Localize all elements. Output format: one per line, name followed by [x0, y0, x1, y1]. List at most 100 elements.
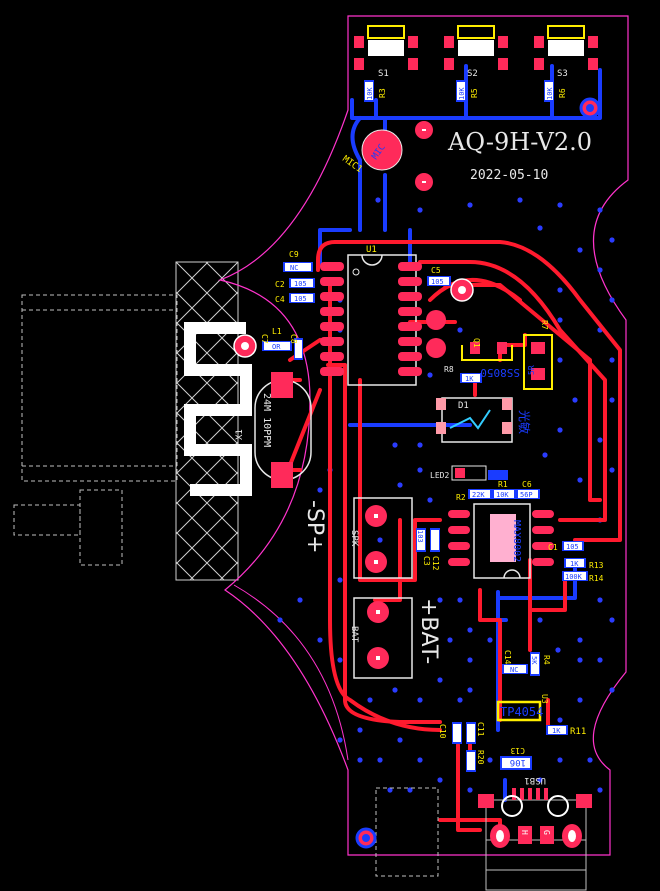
crystal-x1-ref: X1	[235, 429, 245, 440]
crystal-x1: 24M 10PPM X1	[235, 372, 312, 488]
transistor-q1-ref: Q1	[472, 338, 481, 348]
via	[537, 617, 543, 623]
switch-s2: S2	[444, 25, 508, 79]
ic-u1-pin	[398, 277, 422, 286]
resistor-r14-value: 100K	[565, 573, 583, 581]
battery-polarity-label: +BAT-	[416, 598, 441, 664]
via	[597, 597, 603, 603]
charger-ic-ref: U3	[540, 694, 549, 704]
via	[467, 627, 473, 633]
cap-c9-value: NC	[290, 264, 298, 272]
resistor-r1-ref: R1	[498, 480, 508, 489]
cap-c6-value: 56P	[520, 491, 533, 499]
via	[577, 637, 583, 643]
test-pad-c5-drill	[458, 286, 466, 294]
charger-ic-u3: TP4054 U3	[496, 694, 549, 722]
resistor-r1-value: 10K	[496, 491, 509, 499]
via	[572, 397, 578, 403]
via	[377, 537, 383, 543]
resistor-r6-ref: R6	[558, 88, 567, 98]
mounting-hole-bottom-left-drill	[362, 834, 370, 842]
via	[447, 637, 453, 643]
resistor-r7-ref: R7	[540, 320, 549, 330]
via	[437, 677, 443, 683]
ic-u1-pin	[398, 307, 422, 316]
via	[392, 687, 398, 693]
resistor-r20-ref: R20	[476, 750, 485, 765]
via	[557, 757, 563, 763]
ic-u1-pin	[398, 367, 422, 376]
via	[375, 197, 381, 203]
speaker-ref: SPK	[349, 530, 359, 547]
cap-c3: 103 C3	[416, 528, 431, 566]
cap-c7-ref: C7	[260, 334, 269, 344]
via	[407, 787, 413, 793]
via	[387, 787, 393, 793]
via	[397, 482, 403, 488]
amplifier-pin	[532, 542, 554, 550]
via	[317, 637, 323, 643]
pad-marks	[422, 129, 426, 183]
via	[557, 357, 563, 363]
resistor-r4: 5K R4	[530, 652, 551, 676]
cap-c9: NC C9	[283, 250, 313, 272]
switch-s1-ref: S1	[378, 69, 389, 79]
via	[597, 787, 603, 793]
resistor-r3-value: 10K	[366, 87, 374, 100]
resistor-r3-ref: R3	[378, 88, 387, 98]
usb-ref: USB1	[524, 775, 546, 785]
ic-u1-pin	[398, 352, 422, 361]
via	[337, 577, 343, 583]
via	[609, 357, 615, 363]
ic-u1-pin	[320, 307, 344, 316]
resistor-r2-ref: R2	[456, 493, 466, 502]
resistor-r14: 100K R14	[562, 571, 604, 583]
via	[597, 267, 603, 273]
ic-u1-pin	[398, 292, 422, 301]
via	[297, 597, 303, 603]
switch-s1: S1	[354, 25, 418, 79]
via	[317, 487, 323, 493]
cap-c4-value: 105	[294, 295, 307, 303]
usb-pin-g: G	[542, 830, 551, 835]
ic-u1-pin	[320, 322, 344, 331]
via	[367, 697, 373, 703]
transistor-q1-part: SS8050	[480, 366, 520, 379]
test-pad-l1-drill	[241, 342, 249, 350]
cap-c4: 105 C4	[275, 293, 315, 304]
via	[357, 727, 363, 733]
board-date: 2022-05-10	[470, 168, 548, 183]
via	[337, 737, 343, 743]
left-mechanical-outline	[13, 294, 178, 566]
cap-c14: NC C14	[502, 650, 528, 674]
cap-c8-ref: C8	[289, 334, 298, 344]
switch-s3-ref: S3	[557, 69, 568, 79]
cap-c2-value: 105	[294, 280, 307, 288]
led-d1: D1 光敏 LED2	[430, 397, 532, 481]
amplifier-pin	[448, 526, 470, 534]
via	[609, 687, 615, 693]
via	[467, 202, 473, 208]
inductor-l1-value: OR	[272, 343, 281, 351]
resistor-r4-ref: R4	[542, 655, 551, 665]
resistor-r6-value: 10K	[546, 87, 554, 100]
via	[397, 737, 403, 743]
amplifier-pin	[532, 526, 554, 534]
cap-c10-ref: C10	[438, 724, 447, 739]
via	[417, 467, 423, 473]
ic-u1-pin	[320, 292, 344, 301]
ic-u1-pin	[398, 337, 422, 346]
mounting-hole-top-right-drill	[586, 104, 594, 112]
amplifier-pin	[448, 510, 470, 518]
via	[457, 697, 463, 703]
resistor-r5-value: 10K	[458, 87, 466, 100]
cap-c5-value: 105	[431, 278, 444, 286]
via	[427, 372, 433, 378]
cap-c1: 105 C1	[548, 541, 584, 552]
ic-u1-pin	[398, 262, 422, 271]
resistor-r7: 5R R7	[523, 320, 553, 390]
via	[557, 287, 563, 293]
resistor-r5-ref: R5	[470, 88, 479, 98]
via	[537, 225, 543, 231]
resistor-r13: 1K R13	[564, 558, 604, 570]
